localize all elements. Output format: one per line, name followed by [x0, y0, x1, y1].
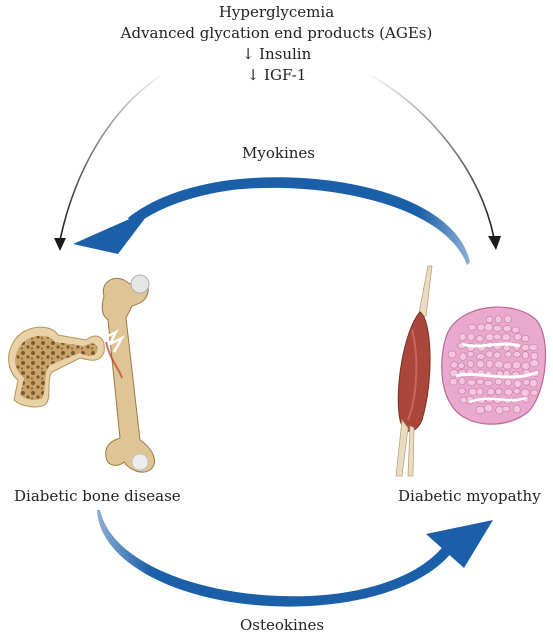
- muscle-cell: [485, 333, 495, 342]
- muscle-cell: [512, 351, 521, 358]
- muscle-cell: [530, 389, 539, 396]
- muscle-cell: [530, 352, 539, 361]
- muscle-cell: [485, 350, 494, 358]
- diabetic-bone-disease-label: Diabetic bone disease: [14, 487, 181, 505]
- muscle-cell: [485, 360, 494, 369]
- muscle-cell: [512, 360, 521, 370]
- muscle-cell: [520, 388, 530, 397]
- muscle-cell: [501, 405, 511, 413]
- muscle-cell: [449, 378, 458, 386]
- muscle-cell: [492, 325, 503, 332]
- muscle-cell: [457, 362, 465, 369]
- factor-arrow-right: [371, 75, 501, 250]
- muscle-cell: [529, 378, 538, 388]
- factor-arrow-left: [54, 75, 161, 251]
- factor-hyperglycemia: Hyperglycemia: [218, 3, 335, 21]
- arrowhead-icon: [73, 209, 152, 254]
- muscle-cell: [529, 359, 539, 367]
- muscle-cell: [504, 351, 513, 358]
- muscle-cell: [494, 378, 503, 386]
- arrowhead-icon: [426, 520, 493, 568]
- myokines-arrow: [73, 177, 470, 265]
- arrowhead-icon: [54, 238, 66, 251]
- factor-igf1: ↓ IGF-1: [246, 66, 307, 84]
- muscle-cell: [483, 322, 494, 332]
- contributing-factors: Hyperglycemia Advanced glycation end pro…: [0, 2, 553, 86]
- arrowhead-icon: [488, 236, 501, 250]
- muscle-cell: [459, 352, 467, 361]
- muscle-cell: [513, 387, 521, 395]
- muscle-cell: [466, 350, 475, 358]
- bone-cross-section-icon: [8, 326, 105, 408]
- muscle-cell: [495, 388, 503, 396]
- muscle-cell: [458, 332, 467, 342]
- muscle-cell: [494, 360, 504, 369]
- muscle-cell: [457, 387, 466, 395]
- muscle-cell: [504, 388, 513, 396]
- muscle-cell: [467, 360, 475, 368]
- myokines-label: Myokines: [242, 144, 315, 162]
- muscle-cell: [447, 350, 457, 359]
- muscle-cell: [483, 403, 494, 413]
- factor-insulin: ↓ Insulin: [241, 45, 312, 63]
- osteokines-arrow: [97, 510, 493, 607]
- muscle-cell: [468, 387, 478, 396]
- muscle-tissue-cross-section-icon: [441, 306, 547, 425]
- muscle-cell: [521, 334, 530, 343]
- muscle-icon: [395, 265, 433, 477]
- fractured-femur-icon: [101, 274, 155, 473]
- muscle-cell: [511, 326, 520, 334]
- muscle-cell: [502, 362, 512, 370]
- muscle-cell: [476, 353, 486, 360]
- muscle-cell: [467, 332, 475, 342]
- muscle-cell: [476, 378, 485, 385]
- muscle-cell: [521, 361, 530, 371]
- muscle-cell: [513, 404, 521, 414]
- diabetic-myopathy-label: Diabetic myopathy: [398, 487, 541, 505]
- muscle-cell: [504, 378, 512, 387]
- muscle-cell: [466, 379, 476, 386]
- muscle-cell: [476, 387, 484, 396]
- muscle-cell: [475, 335, 484, 343]
- muscle-cell: [493, 351, 501, 359]
- muscle-cell: [513, 333, 522, 341]
- factor-ages: Advanced glycation end products (AGEs): [120, 24, 433, 42]
- muscle-cell: [467, 323, 477, 331]
- muscle-cell: [528, 343, 538, 351]
- muscle-cell: [483, 380, 493, 387]
- muscle-cell: [459, 396, 468, 404]
- muscle-cell: [486, 388, 495, 396]
- muscle-cell: [476, 323, 486, 332]
- muscle-cell: [485, 316, 494, 324]
- osteokines-label: Osteokines: [240, 616, 325, 634]
- muscle-cell: [513, 379, 522, 389]
- muscle-cell: [494, 315, 502, 324]
- muscle-cell: [476, 359, 485, 369]
- muscle-cell: [503, 315, 512, 324]
- muscle-cell: [458, 377, 466, 386]
- muscle-cell: [522, 378, 531, 386]
- muscle-cell: [521, 343, 530, 352]
- muscle-cell: [493, 333, 502, 340]
- muscle-cell: [521, 351, 529, 360]
- muscle-cell: [475, 405, 485, 415]
- muscle-cell: [501, 333, 511, 342]
- muscle-cell: [450, 361, 458, 369]
- muscle-cell: [502, 325, 512, 333]
